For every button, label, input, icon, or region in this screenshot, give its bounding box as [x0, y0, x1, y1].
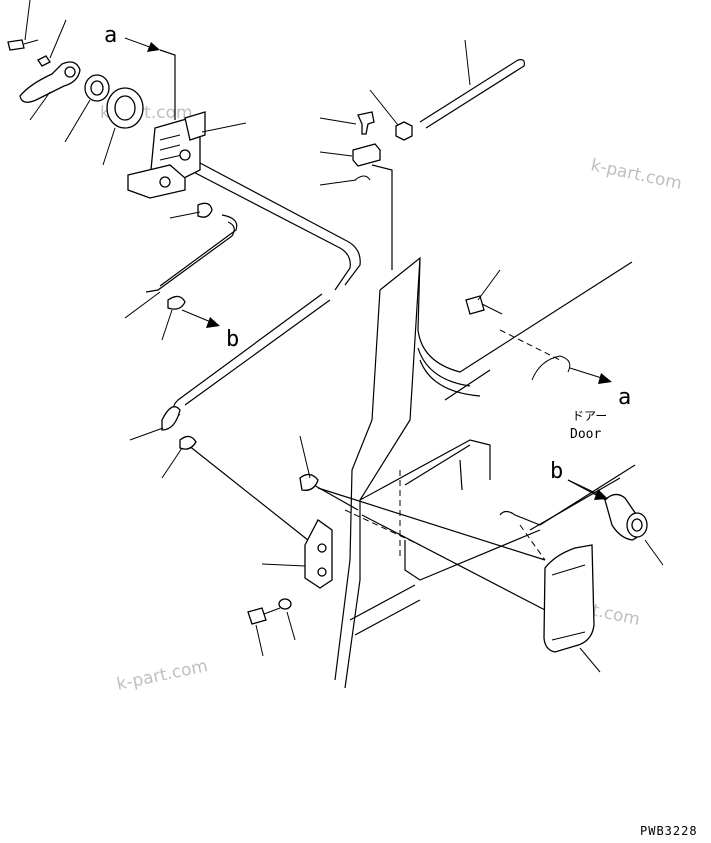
arrow-b-left-head	[206, 317, 220, 328]
control-rods	[145, 49, 616, 611]
rubber-stopper	[299, 473, 319, 491]
callout-b-right: b	[550, 459, 563, 484]
arrow-a-right-head	[598, 373, 612, 384]
drawing-code: PWB3228	[640, 824, 698, 838]
striker-plate	[304, 519, 333, 589]
callout-b-left: b	[226, 327, 239, 352]
arrows	[124, 37, 612, 500]
rod-clip-b	[167, 295, 186, 310]
top-small-parts	[352, 111, 413, 181]
catch-assembly	[247, 473, 333, 625]
rod-clip-lower	[179, 435, 197, 450]
bolt-small	[357, 111, 375, 135]
handle-assembly	[7, 39, 144, 129]
latch-mechanism	[127, 111, 213, 218]
callout-a-top: a	[104, 23, 117, 48]
connector-block	[352, 143, 381, 167]
door-panel	[334, 256, 636, 689]
callout-a-right: a	[618, 385, 631, 410]
mount-bolt	[247, 607, 267, 625]
clip-part	[37, 55, 51, 67]
door-label-english: Door	[570, 427, 601, 442]
mount-washer	[278, 598, 292, 610]
watermark-lower-left: k-part.com	[115, 656, 210, 695]
arrow-b-right-head	[594, 489, 608, 500]
left-clips	[161, 295, 197, 450]
lever-knob	[604, 493, 648, 541]
watermark-right: k-part.com	[589, 155, 684, 194]
right-bolt	[465, 295, 571, 381]
screw-part	[7, 39, 25, 51]
arrow-a-top-head	[147, 42, 160, 52]
door-label-japanese: ドアー	[572, 409, 607, 423]
nut-part	[395, 121, 413, 141]
door-cover	[543, 544, 595, 653]
leader-lines	[24, 0, 664, 673]
latch-clip	[197, 202, 213, 218]
hidden-lines	[344, 329, 561, 561]
